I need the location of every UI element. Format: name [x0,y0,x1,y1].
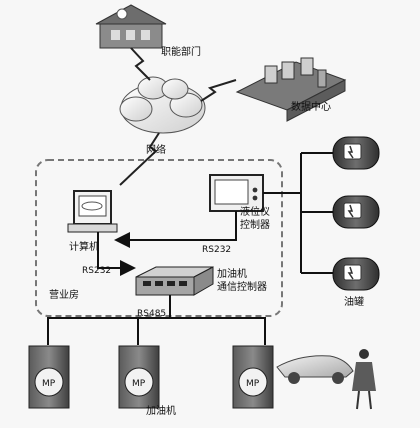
fuel-dispenser-label: 加油机 [146,404,176,417]
car-illustration [276,355,354,384]
business-room-boundary [35,159,283,317]
network-cloud [119,76,206,134]
tank-wiring [263,152,333,274]
person-illustration [352,349,376,410]
oil-tank-3 [332,257,380,291]
rs232-top-label: RS232 [202,245,231,255]
dispenser-1-mp-badge: MP [42,379,56,389]
zigzag-link-cloud-datacenter [200,79,237,102]
fuel-dispenser-3 [232,345,274,409]
network-label: 网络 [146,143,166,156]
pump-comm-controller-device [135,266,214,296]
fuel-dispenser-1 [28,345,70,409]
rs232-left-label: RS232 [82,266,111,276]
main-wiring [47,211,266,345]
fuel-dispenser-2 [118,345,160,409]
dispenser-2-mp-badge: MP [132,379,146,389]
business-room-label: 营业房 [49,288,79,301]
dispenser-3-mp-badge: MP [246,379,260,389]
data-center-illustration [235,57,347,122]
zigzag-link-cloud-computer [119,132,160,186]
oil-tank-1 [332,136,380,170]
level-controller-label-line2: 控制器 [240,218,270,231]
oil-tank-2 [332,195,380,229]
pump-comm-controller-label-line1: 加油机 [217,267,247,280]
level-controller-label-line1: 液位仪 [240,205,270,218]
computer-illustration [67,190,118,233]
oil-tank-label: 油罐 [344,295,364,308]
rs485-label: RS485 [137,309,166,319]
functional-dept-building [95,4,167,49]
functional-dept-label: 职能部门 [161,45,201,58]
zigzag-link-building-cloud [130,47,151,81]
computer-label: 计算机 [69,240,99,253]
level-controller-device [209,174,264,212]
pump-comm-controller-label-line2: 通信控制器 [217,280,267,293]
data-center-label: 数据中心 [291,100,331,113]
